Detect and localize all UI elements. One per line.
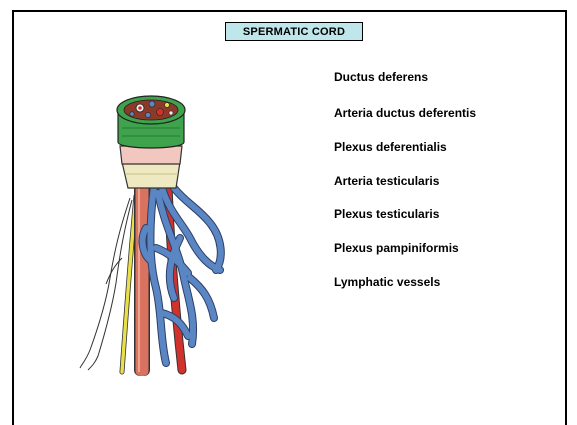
- slide-frame-right: [565, 10, 567, 425]
- label-ductus-deferens: Ductus deferens: [334, 70, 428, 84]
- fascia-ring-pink: [120, 146, 182, 164]
- label-arteria-ductus-deferentis: Arteria ductus deferentis: [334, 106, 476, 120]
- cremaster-band: [122, 162, 180, 188]
- slide-frame-top: [12, 10, 567, 12]
- label-lymphatic-vessels: Lymphatic vessels: [334, 275, 440, 289]
- label-plexus-deferentialis: Plexus deferentialis: [334, 140, 447, 154]
- label-arteria-testicularis: Arteria testicularis: [334, 174, 439, 188]
- slide-title: SPERMATIC CORD: [225, 22, 363, 41]
- label-plexus-testicularis: Plexus testicularis: [334, 207, 439, 221]
- label-plexus-pampiniformis: Plexus pampiniformis: [334, 241, 459, 255]
- nerve-yellow: [122, 196, 136, 372]
- slide-frame-left: [12, 10, 14, 425]
- cord-cross-section: [117, 96, 185, 124]
- spermatic-cord-illustration: [70, 88, 250, 388]
